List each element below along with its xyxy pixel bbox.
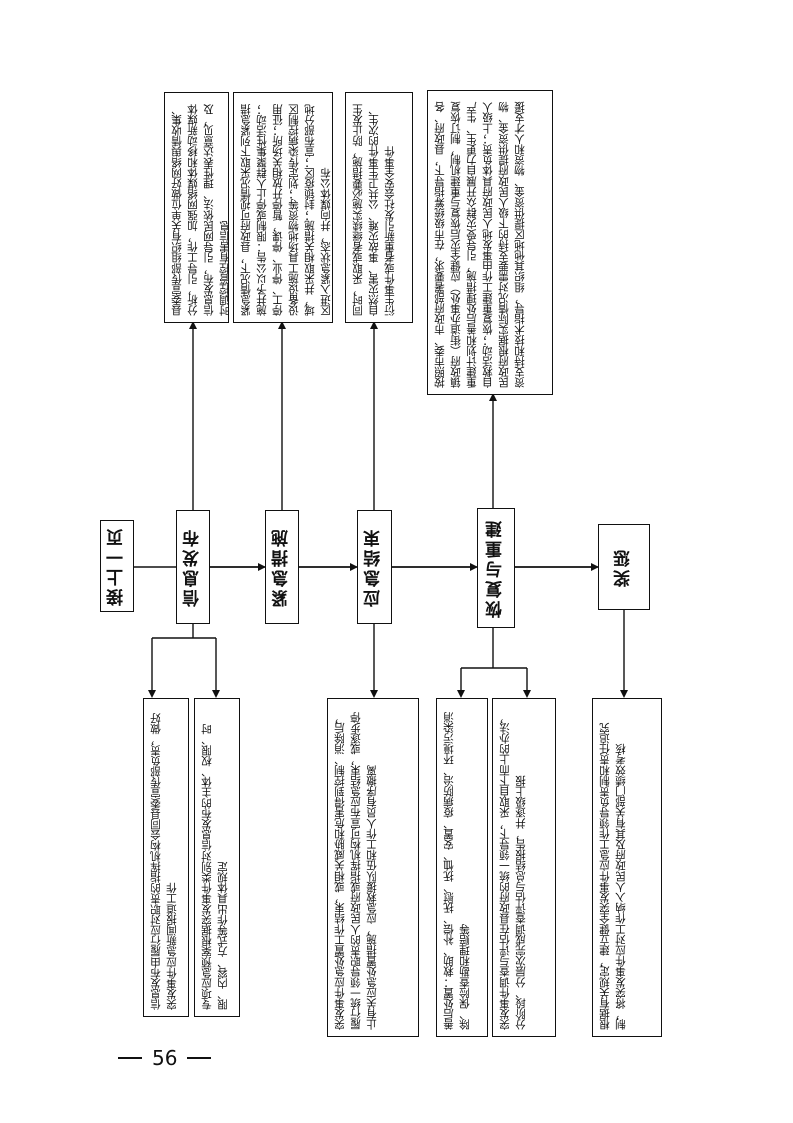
bottom-box-info-release-2: 专项应急预案根据突发事件类别对信息发布的主体、权限、时限、内容、方式等作出具体规… (194, 698, 240, 1017)
top-box-recovery: 按照市委、市政府部署要求，在市级统筹指导下，县政府、各镇政府（街道办事处）应健全… (427, 90, 553, 395)
dash-left (118, 1057, 142, 1059)
stage-emergency-measures: 紧急措施 (265, 510, 299, 624)
bottom-box-emergency-end: 突发事件应急处置工作结束，或相关威胁和危害得到控制、消除后，履行统一领导职责的人… (327, 698, 419, 1037)
bottom-box-reward: 根据有关规定，建立健全突发事件应急工作领导负责制和责任追究制，将突发事件应对工作… (592, 698, 662, 1037)
top-box-emergency-measures: 紧急情况下，县政府可视情况采取下列紧急措施并予以公告：限制或停止人群聚集性活动；… (233, 92, 333, 323)
top-box-emergency-end: 同时，采取或者继续实施必要措施，防止发生自然灾害、事故灾难、公共卫生事件的次生、… (345, 92, 413, 323)
bottom-box-investigation: 突发事件调查与评估在县政府的统一领导下，采取自下而上的办法，分阶段、分层次完成调… (492, 698, 556, 1037)
stage-recovery: 恢复与重建 (477, 508, 515, 628)
stage-info-release: 信息发布 (176, 510, 210, 624)
page-number: 56 (152, 1046, 178, 1070)
bottom-box-info-release-1: 信息发布由履行应对职责的指挥机构会同县委宣传部负责，做好突发事件应急新闻报道工作 (143, 698, 189, 1017)
continue-box: 接上一页 (100, 520, 134, 612)
bottom-box-aftermath: 善后处置：救助、补偿、抚慰、抚恤、安置、疫病防治、环境污染消除、保险查勘和理赔等 (436, 698, 488, 1037)
page-number-row: 56 (118, 1046, 218, 1070)
stage-emergency-end: 应急结束 (357, 510, 392, 624)
stage-reward: 奖惩 (598, 524, 650, 610)
top-box-info-release: 县委宣传部组织有关单位做好网络舆情收集、分析，引导工作，加强网络媒体和移动新媒体… (164, 92, 229, 323)
continue-label: 接上一页 (106, 526, 127, 606)
dash-right (187, 1057, 212, 1059)
